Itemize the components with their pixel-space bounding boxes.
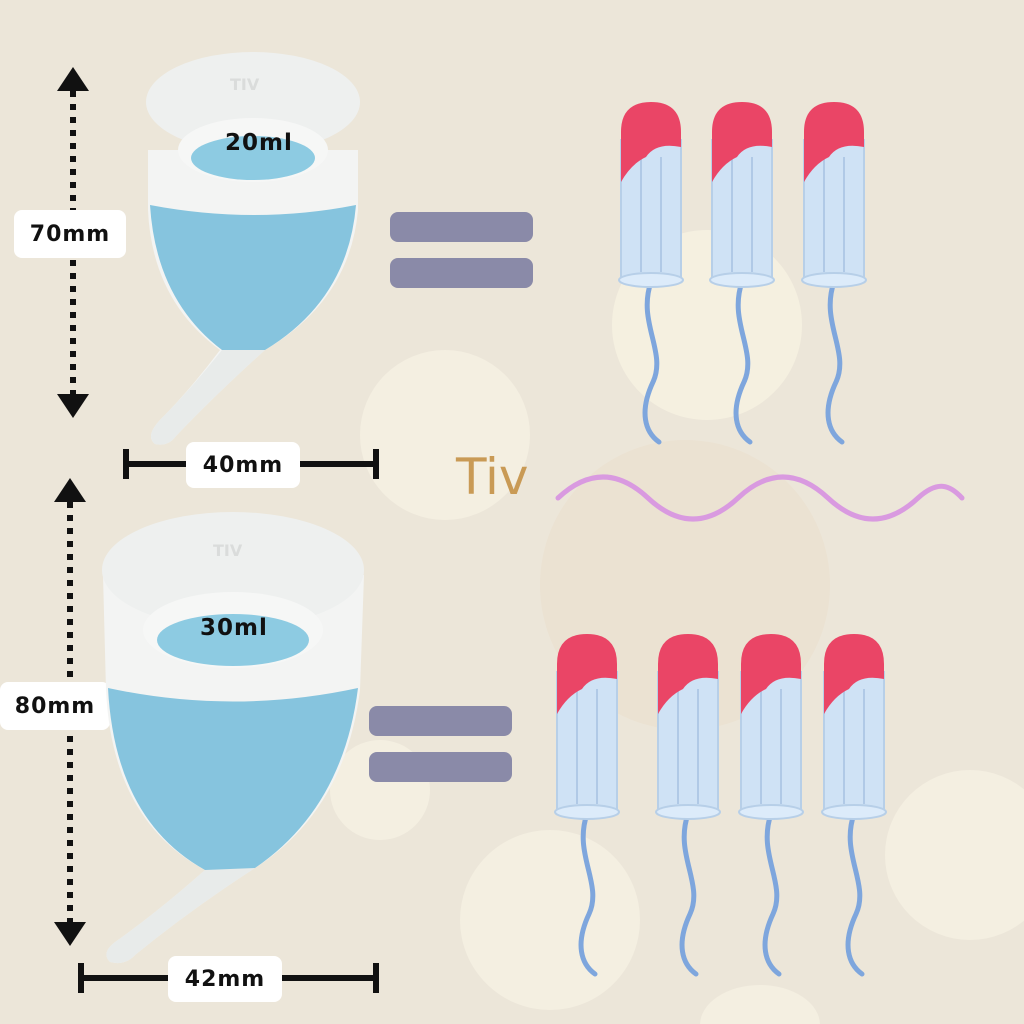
tampon-icon bbox=[821, 634, 887, 977]
brand-logo: Tiv bbox=[456, 448, 529, 506]
tampon-icon bbox=[554, 634, 620, 977]
small-cup-height-label: 70mm bbox=[14, 210, 126, 258]
background-blob bbox=[460, 830, 640, 1010]
background-blob bbox=[885, 770, 1024, 940]
tampon-icon bbox=[709, 102, 775, 445]
tampon-icon bbox=[655, 634, 721, 977]
background-blob bbox=[360, 350, 530, 520]
large-cup-height-label: 80mm bbox=[0, 682, 110, 730]
large-cup-embossing: TIV bbox=[213, 541, 243, 560]
large-cup-width-label: 42mm bbox=[168, 956, 282, 1002]
tampon-icon bbox=[801, 102, 867, 445]
small-cup-volume-label: 20ml bbox=[225, 130, 293, 156]
tampon-icon bbox=[618, 102, 684, 445]
small-cup-width-label: 40mm bbox=[186, 442, 300, 488]
tampon-icon bbox=[738, 634, 804, 977]
small-cup-embossing: TIV bbox=[230, 75, 260, 94]
large-cup-volume-label: 30ml bbox=[200, 615, 268, 641]
